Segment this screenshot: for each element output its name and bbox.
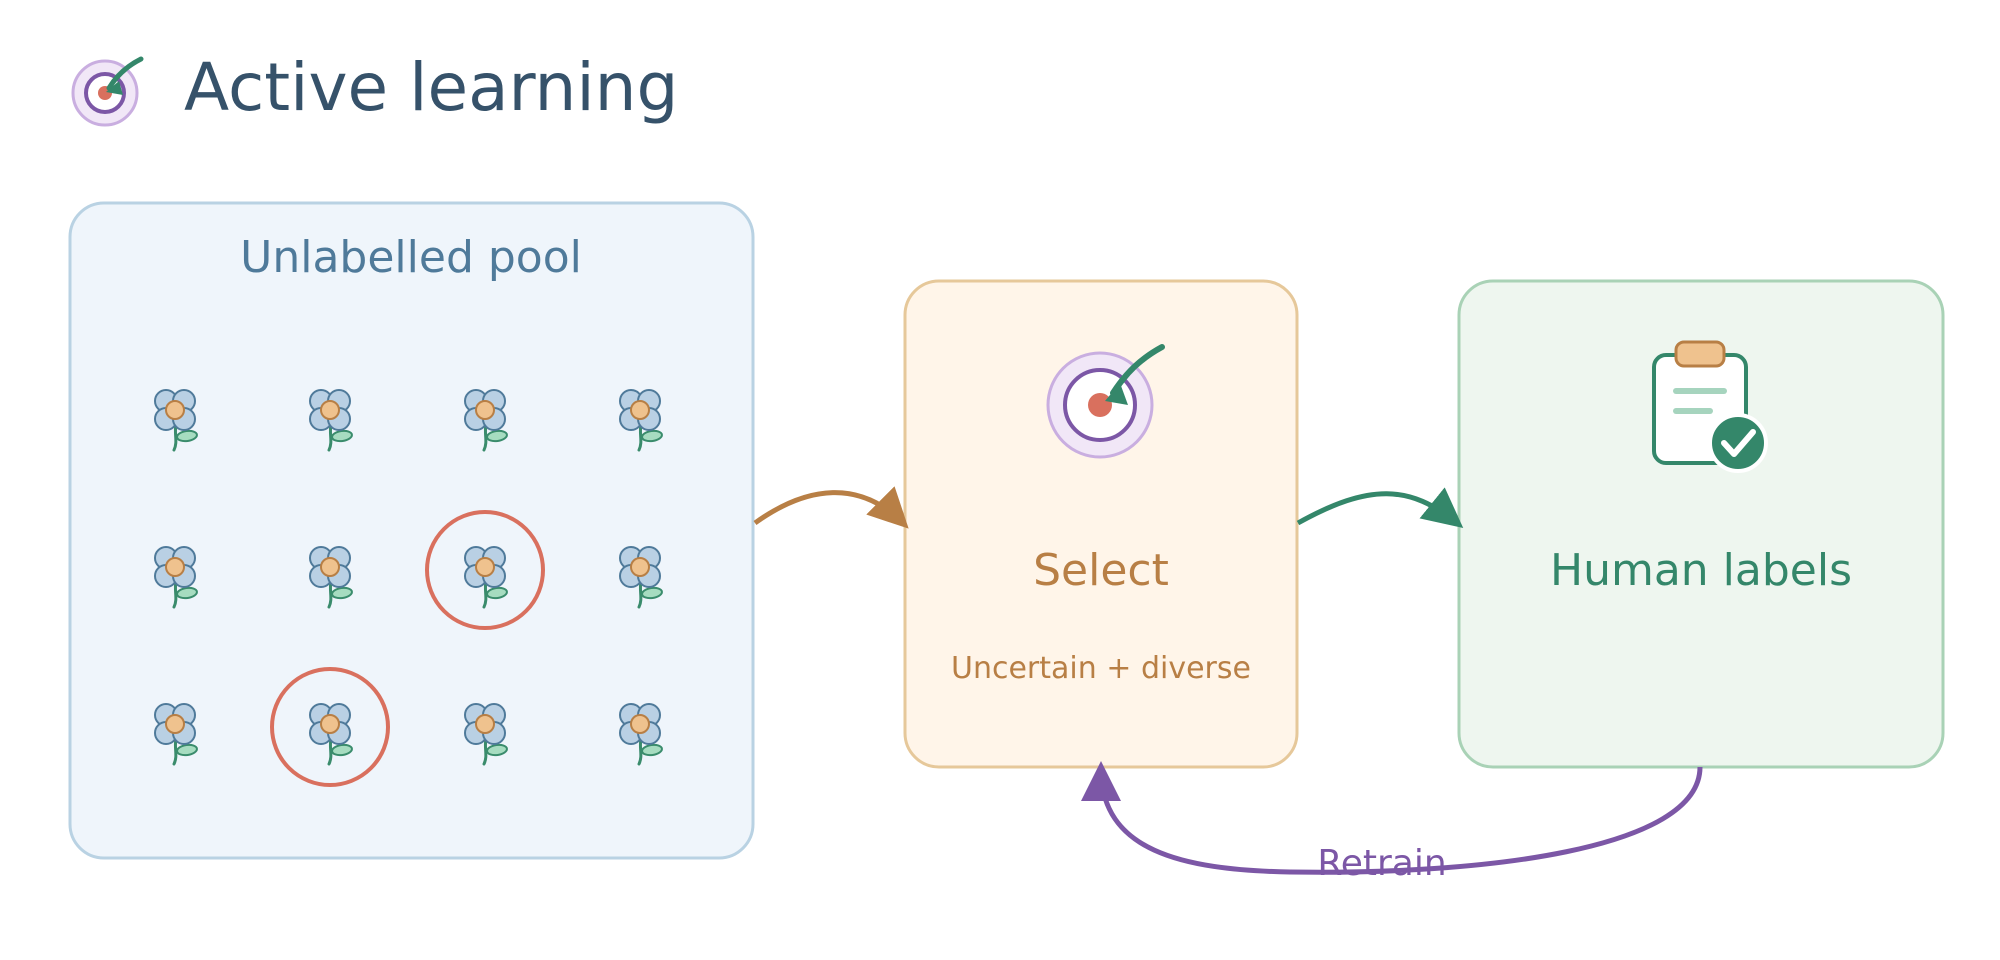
flower-icon — [309, 389, 353, 452]
flower-icon — [464, 389, 508, 452]
flower-icon — [464, 546, 508, 609]
flower-icon — [619, 389, 663, 452]
flower-icon — [309, 546, 353, 609]
flower-icon — [619, 546, 663, 609]
flower-icon — [309, 703, 353, 766]
pool-panel — [68, 201, 755, 860]
title-icon — [71, 56, 144, 127]
flower-icon — [619, 703, 663, 766]
page-title: Active learning — [184, 49, 678, 126]
retrain-label: Retrain — [1317, 843, 1446, 884]
flower-icon — [154, 389, 198, 452]
flower-icon — [154, 546, 198, 609]
select-to-human-arrow — [1296, 487, 1464, 529]
flower-icon — [154, 703, 198, 766]
pool-to-select-arrow — [753, 486, 909, 529]
select-title: Select — [1033, 545, 1169, 596]
target-arrow-icon — [1046, 344, 1165, 459]
human-title: Human labels — [1550, 545, 1852, 596]
pool-grid — [154, 389, 663, 787]
retrain-arrow — [1081, 761, 1703, 875]
pool-title: Unlabelled pool — [240, 232, 582, 283]
selected-sample-ring — [270, 667, 390, 787]
clipboard-check-icon — [1652, 340, 1768, 473]
flower-icon — [464, 703, 508, 766]
select-subtitle: Uncertain + diverse — [951, 651, 1251, 686]
selected-sample-ring — [425, 510, 545, 630]
